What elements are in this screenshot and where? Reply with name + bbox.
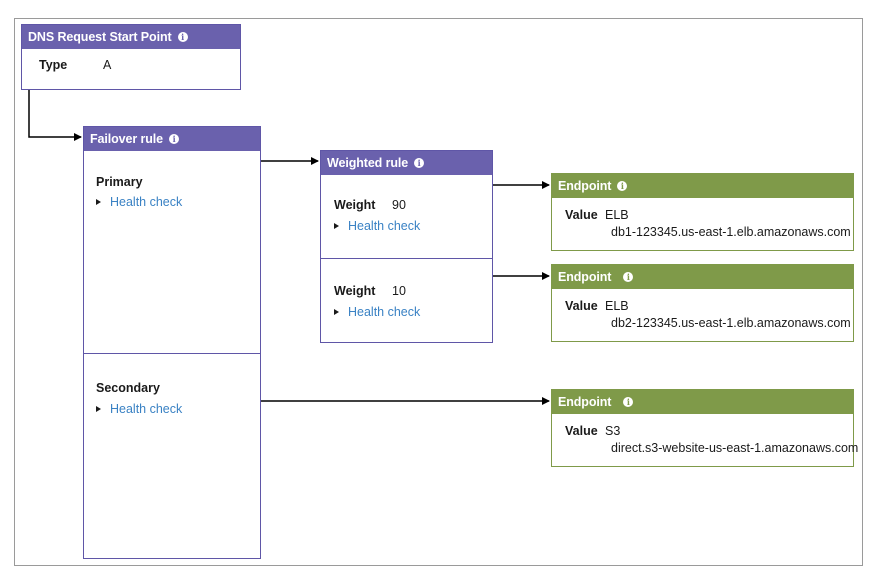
value-label: Value [565,424,598,438]
value-type: ELB [605,299,629,313]
info-icon[interactable]: i [623,271,634,282]
failover-rule-title: Failover rule [90,132,164,146]
caret-right-icon [96,198,101,205]
primary-health-check[interactable]: Health check [96,195,182,209]
info-icon[interactable]: i [414,157,425,168]
weight-label: Weight [334,198,376,212]
weighted-rule-box: Weighted rule i Weight 90 Health check We… [320,150,493,343]
health-check-link[interactable]: Health check [348,219,421,233]
info-icon[interactable]: i [169,133,180,144]
weighted-rule-title: Weighted rule [327,156,409,170]
type-label: Type [39,58,68,72]
value-type: ELB [605,208,629,222]
secondary-label: Secondary [96,381,160,395]
weight-health-check[interactable]: Health check [334,219,420,233]
dns-start-box: DNS Request Start Point i Type A [21,24,241,90]
caret-right-icon [334,222,339,229]
weighted-rule-header: Weighted rule i [321,151,492,175]
endpoint-value: db1-123345.us-east-1.elb.amazonaws.com [611,225,851,239]
health-check-link[interactable]: Health check [348,305,421,319]
weight-label: Weight [334,284,376,298]
type-value: A [103,58,112,72]
weight-health-check[interactable]: Health check [334,305,420,319]
endpoint-box: Endpoint i Value ELB db1-123345.us-east-1… [551,173,854,251]
endpoint-title: Endpoint [558,179,612,193]
health-check-link[interactable]: Health check [110,195,183,209]
caret-right-icon [96,405,101,412]
connector-start-to-failover [28,90,82,141]
primary-label: Primary [96,175,143,189]
dns-start-header: DNS Request Start Point i [22,25,240,49]
failover-rule-header: Failover rule i [84,127,260,151]
endpoint-header: Endpoint i [552,265,853,289]
endpoint-header: Endpoint i [552,174,853,198]
endpoint-title: Endpoint [558,270,612,284]
endpoint-title: Endpoint [558,395,612,409]
value-label: Value [565,299,598,313]
failover-divider [84,353,260,354]
dns-start-title: DNS Request Start Point [28,30,172,44]
secondary-health-check[interactable]: Health check [96,402,182,416]
endpoint-header: Endpoint i [552,390,853,414]
endpoint-box: Endpoint i Value ELB db2-123345.us-east-1… [551,264,854,342]
endpoint-box: Endpoint i Value S3 direct.s3-website-us-… [551,389,858,467]
endpoint-value: direct.s3-website-us-east-1.amazonaws.co… [611,441,859,455]
endpoint-value: db2-123345.us-east-1.elb.amazonaws.com [611,316,851,330]
info-icon[interactable]: i [617,180,628,191]
caret-right-icon [334,308,339,315]
weight-value: 10 [392,284,406,298]
failover-rule-box: Failover rule i Primary Health check Seco… [83,126,261,559]
weight-value: 90 [392,198,406,212]
info-icon[interactable]: i [177,31,188,42]
value-label: Value [565,208,598,222]
value-type: S3 [605,424,621,438]
diagram-frame [14,18,863,566]
weighted-divider [321,258,492,259]
info-icon[interactable]: i [623,396,634,407]
health-check-link[interactable]: Health check [110,402,183,416]
